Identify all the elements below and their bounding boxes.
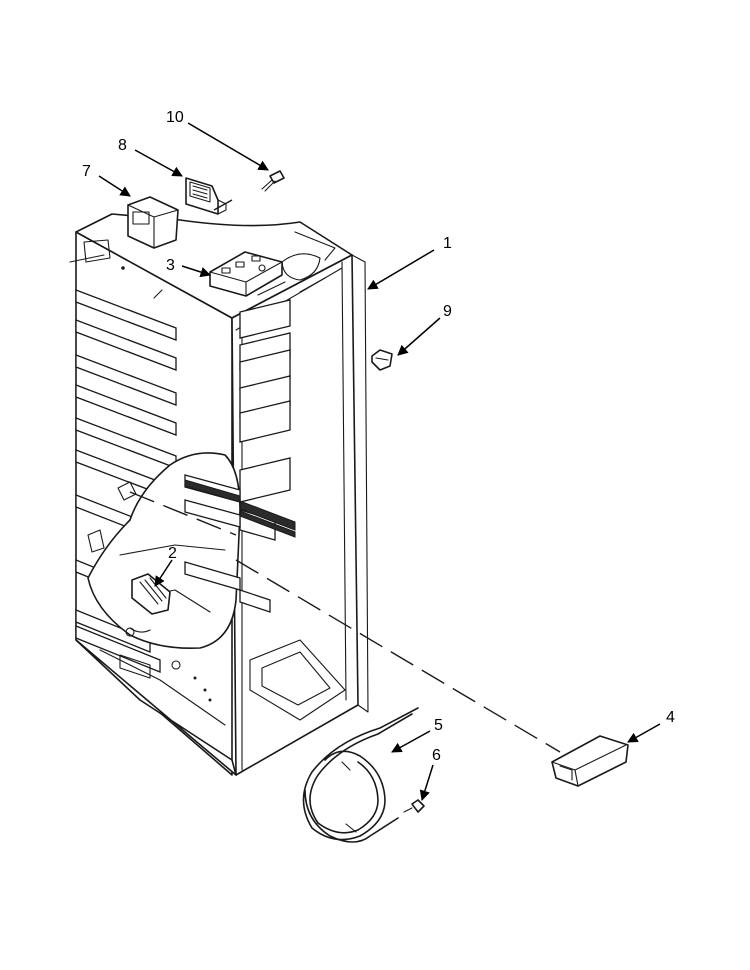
callout-7: 7	[82, 163, 91, 180]
module-part-7	[127, 196, 179, 249]
bracket-part-8	[185, 177, 227, 215]
liner-part	[69, 213, 369, 776]
leader-7	[98, 175, 131, 197]
callout-1: 1	[443, 235, 452, 252]
assembly-line-cover	[235, 559, 561, 753]
leader-lines	[98, 122, 661, 802]
callout-6: 6	[432, 747, 441, 764]
cutaway-window	[87, 452, 241, 650]
cover-part-4	[551, 735, 629, 787]
leader-3	[181, 265, 211, 278]
callout-4: 4	[666, 709, 675, 726]
leader-6	[419, 764, 434, 802]
leader-1	[367, 249, 435, 290]
callout-2: 2	[168, 545, 177, 562]
control-housing-part-3	[209, 251, 283, 297]
grille-part-2	[131, 573, 171, 615]
callout-3: 3	[166, 257, 175, 274]
screw-part-6	[403, 799, 425, 813]
callout-8: 8	[118, 137, 127, 154]
assembly-line-cabinet-to-cover	[129, 491, 237, 536]
callout-10: 10	[166, 109, 184, 126]
leader-8	[134, 149, 183, 177]
screw-part-10	[261, 170, 285, 192]
leader-5	[391, 730, 431, 753]
tubing-part-5	[302, 707, 419, 843]
assembly-line-bracket	[213, 199, 233, 211]
leader-9	[397, 317, 441, 356]
callout-5: 5	[434, 717, 443, 734]
clip-part-9	[371, 349, 393, 371]
callout-9: 9	[443, 303, 452, 320]
callout-labels: 1 2 3 4 5 6 7 8 9 10	[82, 109, 675, 764]
leader-10	[187, 122, 269, 171]
leader-4	[627, 723, 661, 743]
leader-2	[154, 559, 173, 587]
